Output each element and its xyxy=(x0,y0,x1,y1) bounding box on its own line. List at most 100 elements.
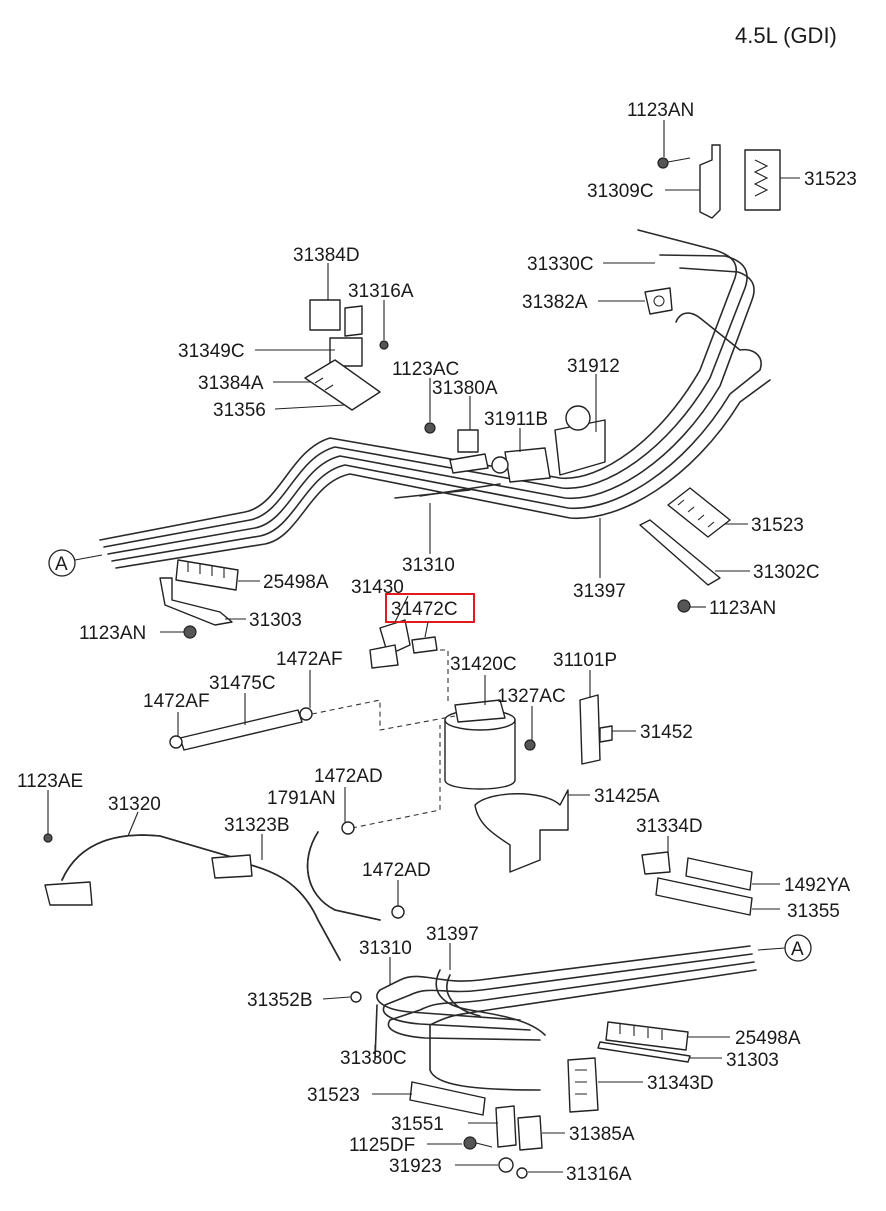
label-31912: 31912 xyxy=(567,356,620,377)
label-31911b: 31911B xyxy=(484,409,548,430)
bolt-1125df xyxy=(463,1136,493,1150)
label-31101p: 31101P xyxy=(553,650,617,671)
engine-title: 4.5L (GDI) xyxy=(735,23,837,48)
strap-31101p xyxy=(579,694,601,765)
label-31349c: 31349C xyxy=(178,341,245,362)
clip-31523-top xyxy=(744,149,781,211)
label-1123an-left: 1123AN xyxy=(79,623,146,644)
valve-31380a xyxy=(424,422,489,474)
reference-marker-a-lower: A xyxy=(757,934,812,962)
label-31316a-bot: 31316A xyxy=(566,1164,632,1185)
lower-fuel-line-bundle xyxy=(374,945,757,1091)
bracket-31303-bot xyxy=(597,1041,691,1063)
label-1123an-top: 1123AN xyxy=(627,100,694,121)
label-31323b: 31323B xyxy=(224,815,290,836)
label-1472af-b: 1472AF xyxy=(143,691,210,712)
label-31472c: 31472C xyxy=(391,599,458,620)
bracket-31384d xyxy=(309,299,389,350)
dash-line-2 xyxy=(440,649,449,705)
label-31320: 31320 xyxy=(108,794,161,815)
bracket-31303-top xyxy=(159,577,233,639)
bracket-31355 xyxy=(655,877,753,916)
clip-31343d xyxy=(567,1057,599,1113)
label-31551: 31551 xyxy=(391,1114,444,1135)
valve-31430 xyxy=(369,619,411,669)
clip-25498a-top xyxy=(175,559,239,591)
label-31316a-top: 31316A xyxy=(348,281,414,302)
label-31382a: 31382A xyxy=(522,292,588,313)
clamp-1327ac xyxy=(524,739,536,751)
dash-line-3 xyxy=(351,725,441,829)
svg-text:A: A xyxy=(791,939,804,960)
label-31330c-bot: 31330C xyxy=(340,1048,407,1069)
dash-line-1 xyxy=(311,699,456,731)
hose-31472c xyxy=(411,636,438,654)
label-31303-bot: 31303 xyxy=(726,1050,779,1071)
pipe-31323b xyxy=(211,854,341,961)
label-31430: 31430 xyxy=(351,577,404,598)
bracket-31425a xyxy=(474,789,569,873)
label-31923: 31923 xyxy=(389,1156,442,1177)
label-31310-bot: 31310 xyxy=(359,938,412,959)
label-31330c-top: 31330C xyxy=(527,254,594,275)
label-31523-bot: 31523 xyxy=(307,1085,360,1106)
highlight-box-31472c xyxy=(385,593,475,623)
label-31420c: 31420C xyxy=(450,654,517,675)
label-1123ac: 1123AC xyxy=(392,359,459,380)
label-31523-mid: 31523 xyxy=(751,515,804,536)
label-1125df: 1125DF xyxy=(349,1135,415,1156)
label-31380a: 31380A xyxy=(432,378,498,399)
reference-marker-a-upper: A xyxy=(48,549,103,577)
clip-1492ya xyxy=(685,857,753,891)
label-31385a: 31385A xyxy=(569,1124,635,1145)
label-1492ya: 1492YA xyxy=(784,875,851,896)
bracket-31334d xyxy=(641,851,671,875)
label-31310-top: 31310 xyxy=(402,555,455,576)
leader-lines xyxy=(47,120,800,1173)
hose-31475c xyxy=(169,707,313,751)
cap-31316a-bot xyxy=(516,1167,528,1179)
label-1472ad-b: 1472AD xyxy=(362,860,431,881)
pipe-31320 xyxy=(43,833,236,906)
part-labels: 1123AN 31309C 31523 31330C 31382A 31384D… xyxy=(17,100,857,1185)
valve-31911b xyxy=(491,447,551,483)
label-31425a: 31425A xyxy=(594,786,660,807)
cap-31452 xyxy=(599,725,613,743)
svg-text:A: A xyxy=(55,554,68,575)
label-31523-top: 31523 xyxy=(804,169,857,190)
label-31334d: 31334D xyxy=(636,816,703,837)
label-31384a: 31384A xyxy=(198,373,264,394)
bracket-31356 xyxy=(304,359,381,411)
clip-31352b xyxy=(350,991,362,1003)
label-25498a-top: 25498A xyxy=(263,572,329,593)
bracket-31551 xyxy=(495,1105,517,1148)
label-31384d: 31384D xyxy=(293,245,360,266)
canister-31420c xyxy=(444,699,516,790)
label-1123ae: 1123AE xyxy=(17,771,83,792)
clip-31382a xyxy=(644,287,673,315)
label-31303-top: 31303 xyxy=(249,610,302,631)
clip-25498a-bot xyxy=(605,1021,689,1051)
label-31343d: 31343D xyxy=(647,1073,714,1094)
clip-31385a xyxy=(517,1115,543,1151)
hose-1791an xyxy=(306,821,405,921)
label-31309c: 31309C xyxy=(587,181,654,202)
bracket-31349c xyxy=(329,337,363,367)
label-1472ad-a: 1472AD xyxy=(314,766,383,787)
label-25498a-bot: 25498A xyxy=(735,1028,801,1049)
label-31356: 31356 xyxy=(213,400,266,421)
label-1791an: 1791AN xyxy=(267,788,336,809)
bracket-31912 xyxy=(554,405,606,476)
label-31475c: 31475C xyxy=(209,673,276,694)
upper-fuel-line-bundle xyxy=(99,229,771,569)
grommet-31923 xyxy=(498,1157,514,1173)
clip-31523-mid xyxy=(667,487,731,538)
label-31397-bot: 31397 xyxy=(426,924,479,945)
label-31355: 31355 xyxy=(787,901,840,922)
label-1123an-mid: 1123AN xyxy=(709,598,776,619)
bracket-31309c xyxy=(657,144,721,219)
label-31302c: 31302C xyxy=(753,562,820,583)
label-1327ac: 1327AC xyxy=(497,686,566,707)
